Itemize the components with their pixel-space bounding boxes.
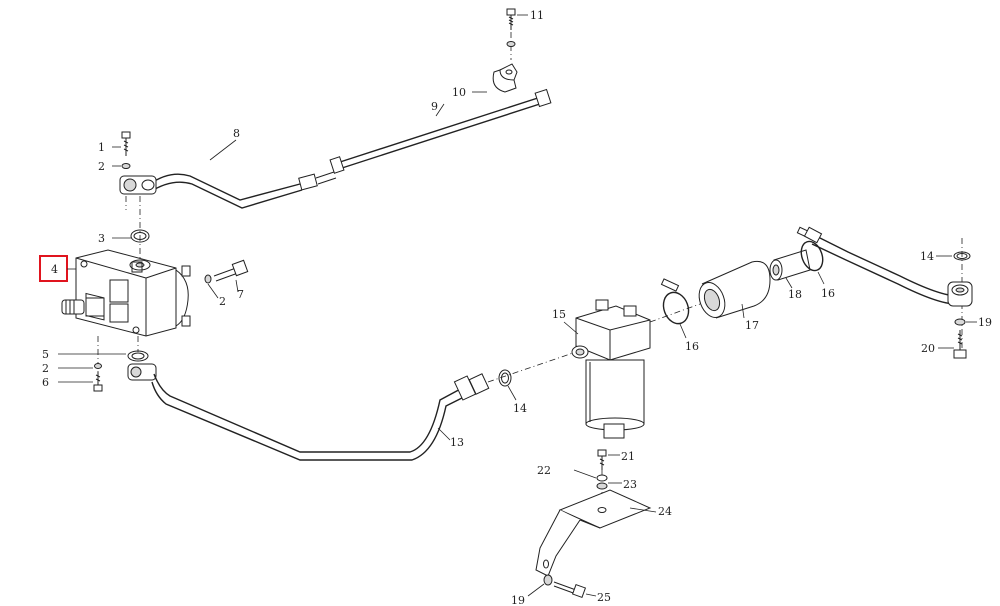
callout-4: 4 bbox=[51, 263, 58, 276]
part-7-bolt bbox=[213, 259, 249, 282]
part-19-washer-lower bbox=[543, 574, 553, 586]
part-8-fuel-pipe bbox=[149, 171, 337, 209]
part-1-bolt bbox=[121, 131, 131, 156]
callout-19-lower: 19 bbox=[511, 594, 525, 606]
callout-18: 18 bbox=[788, 288, 802, 301]
part-2-washer-upper bbox=[121, 163, 131, 169]
callout-6: 6 bbox=[42, 376, 49, 389]
callout-9: 9 bbox=[431, 100, 438, 113]
callout-10: 10 bbox=[452, 86, 466, 99]
part-23-washer bbox=[596, 474, 608, 490]
part-5-seal-ring bbox=[127, 350, 149, 362]
part-4-fuel-pump bbox=[61, 249, 191, 337]
part-2-washer-right bbox=[204, 274, 212, 284]
callout-4-highlight-box bbox=[39, 255, 68, 282]
part-6-bolt bbox=[93, 372, 103, 392]
callout-14-right: 14 bbox=[920, 250, 934, 263]
callout-24: 24 bbox=[658, 505, 672, 518]
callout-19-right: 19 bbox=[978, 316, 992, 329]
callout-8: 8 bbox=[233, 127, 240, 140]
callout-17: 17 bbox=[745, 319, 759, 332]
part-14-seal-ring-left bbox=[498, 369, 512, 387]
callout-20: 20 bbox=[921, 342, 935, 355]
part-14-seal-ring-right bbox=[953, 251, 971, 261]
callout-15: 15 bbox=[552, 308, 566, 321]
part-20-banjo-bolt bbox=[953, 330, 967, 359]
banjo-fitting-right bbox=[947, 281, 973, 307]
callout-16-left: 16 bbox=[685, 340, 699, 353]
callout-23: 23 bbox=[623, 478, 637, 491]
part-15-fuel-filter bbox=[571, 299, 651, 439]
part-18-pipe-sleeve bbox=[769, 249, 811, 281]
part-9-fuel-pipe bbox=[329, 88, 552, 174]
part-3-seal-ring bbox=[130, 229, 150, 243]
banjo-fitting-upper bbox=[119, 175, 157, 195]
part-25-bolt bbox=[553, 581, 587, 599]
part-21-bolt bbox=[597, 449, 607, 470]
part-16-hose-clamp-left bbox=[660, 278, 690, 325]
callout-11: 11 bbox=[530, 9, 544, 22]
callout-7: 7 bbox=[237, 288, 244, 301]
part-11-bolt bbox=[506, 8, 516, 60]
part-13-fuel-pipe bbox=[127, 363, 490, 461]
callout-1: 1 bbox=[98, 141, 105, 154]
part-17-fuel-hose bbox=[698, 260, 771, 319]
callout-21: 21 bbox=[621, 450, 635, 463]
callout-5: 5 bbox=[42, 348, 49, 361]
part-24-mounting-bracket bbox=[535, 489, 652, 577]
callout-16-right: 16 bbox=[821, 287, 835, 300]
callout-2-lower: 2 bbox=[42, 362, 49, 375]
callout-2-upper: 2 bbox=[98, 160, 105, 173]
callout-14-left: 14 bbox=[513, 402, 527, 415]
callout-22: 22 bbox=[537, 464, 551, 477]
part-10-pipe-clamp bbox=[492, 63, 518, 93]
callout-2-right: 2 bbox=[219, 295, 226, 308]
callout-13: 13 bbox=[450, 436, 464, 449]
callout-25: 25 bbox=[597, 591, 611, 604]
callout-3: 3 bbox=[98, 232, 105, 245]
part-19-washer-right bbox=[954, 318, 966, 326]
part-2-washer-lower bbox=[94, 363, 102, 369]
